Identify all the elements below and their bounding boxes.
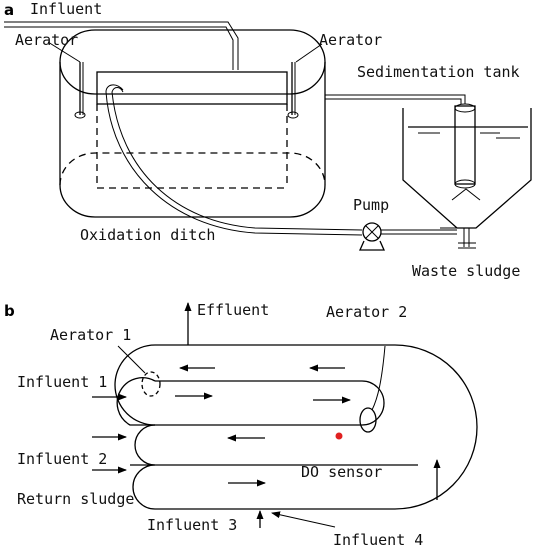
- label-influent-3: Influent 3: [147, 516, 237, 534]
- label-sedimentation-tank: Sedimentation tank: [357, 63, 520, 81]
- aerator-2-device: [359, 407, 377, 433]
- ditch-channel-walls: [114, 344, 478, 510]
- sedimentation-tank: [402, 103, 532, 249]
- aerator-right-leader: [295, 43, 323, 63]
- aerator-1-device: [141, 371, 161, 397]
- panel-a-letter: a: [4, 1, 14, 19]
- sludge-return-hose: [105, 84, 363, 236]
- aerator-right-device: [287, 62, 299, 119]
- panel-b: b: [4, 301, 478, 547]
- label-aerator-left: Aerator: [15, 31, 78, 49]
- label-pump: Pump: [353, 196, 389, 214]
- aerator-1-leader: [117, 345, 146, 374]
- panel-b-letter: b: [4, 302, 15, 320]
- oxidation-ditch-tank: [59, 29, 326, 218]
- panel-a: a: [4, 0, 532, 280]
- label-waste-sludge: Waste sludge: [412, 262, 520, 280]
- label-influent: Influent: [30, 0, 102, 18]
- label-aerator-right: Aerator: [319, 31, 382, 49]
- flow-arrows: [175, 364, 351, 487]
- influent-pipe: [4, 21, 239, 70]
- label-return-sludge: Return sludge: [17, 490, 134, 508]
- label-aerator-2: Aerator 2: [326, 303, 407, 321]
- label-influent-1: Influent 1: [17, 373, 107, 391]
- do-sensor-dot: [335, 432, 343, 440]
- aerator-left-device: [74, 62, 86, 119]
- aerator-2-leader: [371, 345, 386, 411]
- label-oxidation-ditch: Oxidation ditch: [80, 226, 215, 244]
- pump: [358, 222, 457, 251]
- aerator-left-leader: [47, 41, 81, 63]
- effluent-pipe: [325, 94, 466, 104]
- label-aerator-1: Aerator 1: [50, 326, 131, 344]
- label-influent-2: Influent 2: [17, 450, 107, 468]
- label-do-sensor: DO sensor: [301, 463, 382, 481]
- influent-3-leader: [271, 511, 336, 528]
- label-influent-4: Influent 4: [333, 531, 423, 547]
- label-effluent: Effluent: [197, 301, 269, 319]
